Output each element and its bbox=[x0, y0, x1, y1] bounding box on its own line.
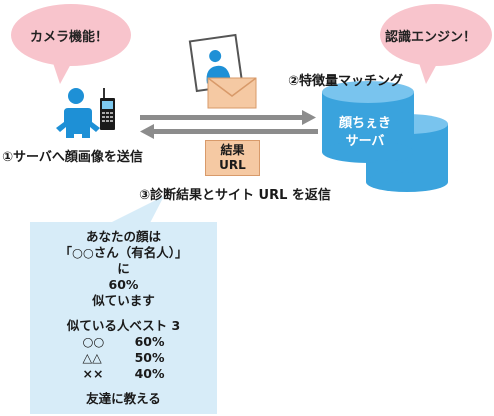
arrow-send bbox=[140, 110, 316, 125]
result-panel-pointer bbox=[110, 196, 164, 223]
panel-line2: 「○○さん（有名人）」 bbox=[59, 245, 188, 260]
rank-percent: 50% bbox=[134, 350, 165, 365]
camera-feature-bubble-text: カメラ機能！ bbox=[30, 30, 109, 45]
arrow-return bbox=[140, 124, 318, 139]
envelope-icon bbox=[207, 77, 257, 109]
result-panel: あなたの顔は 「○○さん（有名人）」 に 60% 似ています 似ている人ベスト … bbox=[30, 222, 217, 414]
rank-row: ○○ 60% bbox=[30, 334, 217, 350]
result-url-box: 結果 URL bbox=[205, 140, 260, 176]
result-box-line1: 結果 bbox=[220, 143, 245, 157]
rank-row: △△ 50% bbox=[30, 350, 217, 366]
panel-line5: 似ています bbox=[92, 293, 155, 308]
rank-percent: 40% bbox=[134, 366, 165, 381]
best3-title: 似ている人ベスト 3 bbox=[66, 318, 181, 333]
server-label: 顔ちぇき サーバ bbox=[325, 115, 405, 151]
share-with-friends-link[interactable]: 友達に教える bbox=[86, 391, 161, 406]
rank-row: ×× 40% bbox=[30, 366, 217, 382]
rank-percent: 60% bbox=[134, 334, 165, 349]
recognition-engine-bubble-text: 認識エンジン！ bbox=[385, 30, 477, 45]
step2-label: ②特徴量マッチング bbox=[288, 74, 404, 89]
left-speech-bubble bbox=[11, 4, 131, 84]
person-icon bbox=[56, 88, 100, 138]
mobile-phone-icon bbox=[100, 88, 115, 130]
server-label-line2: サーバ bbox=[345, 134, 385, 149]
rank-name: △△ bbox=[82, 350, 102, 365]
step3-label: ③診断結果とサイト URL を返信 bbox=[139, 188, 331, 203]
result-box-line2: URL bbox=[219, 158, 246, 172]
panel-line4: 60% bbox=[108, 277, 139, 292]
panel-line3: に bbox=[117, 261, 130, 276]
right-speech-bubble bbox=[380, 4, 492, 84]
server-database-icon bbox=[322, 81, 448, 192]
server-label-line1: 顔ちぇき bbox=[338, 116, 391, 131]
rank-name: ○○ bbox=[82, 334, 105, 349]
rank-name: ×× bbox=[82, 366, 104, 381]
panel-line1: あなたの顔は bbox=[85, 229, 161, 244]
step1-label: ①サーバへ顔画像を送信 bbox=[2, 150, 143, 165]
